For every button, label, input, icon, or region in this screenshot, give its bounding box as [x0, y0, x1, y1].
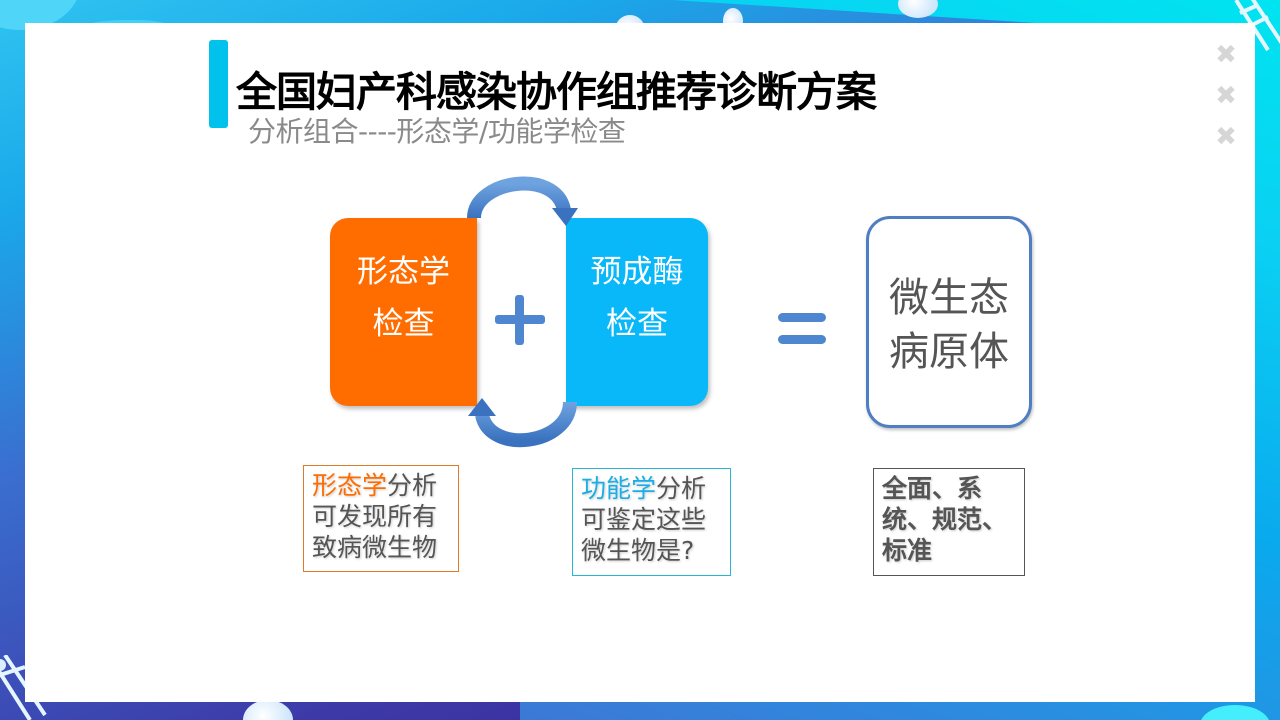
- title-accent-bar: [209, 40, 228, 128]
- close-icon: ✖: [1215, 81, 1237, 111]
- note-text: 致病微生物: [312, 533, 438, 562]
- summary-note: 全面、系 统、规范、 标准: [873, 468, 1025, 576]
- enzyme-box-line2: 检查: [606, 306, 668, 342]
- result-line1: 微生态: [889, 275, 1009, 321]
- morphology-box-line1: 形态学: [357, 254, 450, 290]
- note-text: 分析: [656, 474, 707, 503]
- note-text: 微生物是?: [581, 536, 695, 565]
- background-bubble: [898, 0, 938, 18]
- equals-operator-icon: [778, 313, 826, 345]
- note-text: 分析: [387, 471, 438, 500]
- function-note: 功能学分析 可鉴定这些 微生物是?: [572, 468, 731, 576]
- dna-decoration-icon: [0, 655, 47, 720]
- note-text: 可发现所有: [312, 502, 438, 531]
- background-bubble: [1200, 705, 1270, 720]
- morphology-test-box: 形态学 检查: [330, 218, 477, 406]
- plus-operator-icon: [495, 295, 545, 345]
- result-box: 微生态 病原体: [866, 216, 1032, 428]
- note-highlight: 功能学: [581, 474, 657, 503]
- slide-subtitle: 分析组合----形态学/功能学检查: [248, 115, 626, 148]
- result-line2: 病原体: [889, 329, 1009, 375]
- circular-arrows-icon: [467, 176, 578, 448]
- close-icon: ✖: [1215, 122, 1237, 152]
- note-text: 全面、系: [882, 474, 983, 503]
- note-text: 标准: [882, 536, 933, 565]
- note-text: 可鉴定这些: [581, 505, 707, 534]
- note-text: 统、规范、: [882, 505, 1008, 534]
- preformed-enzyme-test-box: 预成酶 检查: [566, 218, 708, 406]
- close-icon: ✖: [1215, 40, 1237, 70]
- background-bubble: [243, 700, 293, 720]
- enzyme-box-line1: 预成酶: [590, 254, 684, 290]
- note-highlight: 形态学: [312, 471, 388, 500]
- morphology-note: 形态学分析 可发现所有 致病微生物: [303, 465, 459, 572]
- morphology-box-line2: 检查: [372, 306, 435, 342]
- slide-title: 全国妇产科感染协作组推荐诊断方案: [236, 68, 877, 116]
